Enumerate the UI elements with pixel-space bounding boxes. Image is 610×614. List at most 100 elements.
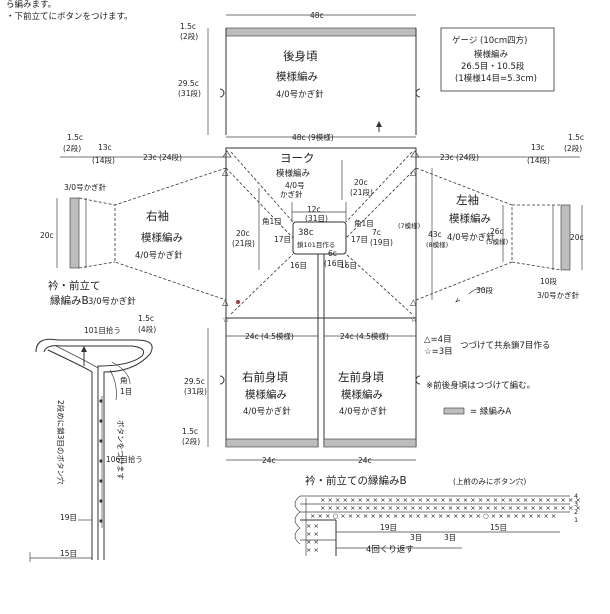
- left-front-pattern: 模様編み: [341, 388, 383, 401]
- edge-stitch-col: × ×: [306, 538, 319, 546]
- collar-corner2: 1目: [120, 387, 132, 396]
- left-sleeve-top-width: 23c (24段): [440, 152, 479, 162]
- back-width-top: 48c: [310, 11, 324, 20]
- back-border-rows: (2段): [180, 31, 198, 41]
- edge-stitch-row: × × × × × × × × × × × × × × × × × × × × …: [320, 496, 581, 504]
- collar-picks2: 106目拾う: [106, 454, 143, 464]
- collar-corner: 角: [120, 375, 128, 385]
- edge-stitch-col: × ×: [306, 522, 319, 530]
- triangle-marker: [222, 150, 232, 158]
- edge-3a: 3目: [410, 533, 422, 542]
- left-cuff-hook: 3/0号かぎ針: [537, 290, 580, 300]
- edge-row-number: 1: [574, 516, 578, 524]
- right-front-hook: 4/0号かぎ針: [243, 406, 291, 417]
- yoke-right-side: 7c: [372, 228, 381, 237]
- left-cuff-width: 20c: [570, 233, 584, 242]
- collar-buttonhole-note: 2段めに鎖3目のボタン穴: [56, 400, 66, 485]
- right-sleeve-13-rows: (14段): [92, 155, 115, 165]
- gauge-line1: 模様編み: [474, 49, 509, 60]
- back-body: 48c 1.5c (2段) 29.5c (31段) 後身頃 模様編み 4/0号か…: [178, 11, 421, 142]
- gauge-line2: 26.5目・10.5段: [461, 61, 525, 72]
- collar-band: 衿・前立て 縁編みB 3/0号かぎ針 101目拾う 1.5c (4段) 角 1目…: [29, 279, 156, 562]
- yoke-pattern: 模様編み: [276, 168, 311, 179]
- left-front-width-top: 24c (4.5模様): [340, 331, 389, 341]
- left-sleeve-13: 13c: [531, 143, 545, 152]
- right-sleeve-top-width: 23c (24段): [143, 152, 182, 162]
- yoke-side-v-right: 17目: [351, 235, 368, 244]
- collar-19: 19目: [60, 513, 77, 522]
- edge-row-number: 4: [574, 492, 578, 500]
- left-sleeve: 20c 3/0号かぎ針 左袖 模様編み 4/0号かぎ針 43c (8模様) (7…: [398, 133, 584, 303]
- yoke-small-rows: (16目): [324, 259, 347, 268]
- join-mark: [236, 300, 240, 304]
- back-border-height: 1.5c: [180, 22, 196, 31]
- edge-19: 19目: [380, 523, 397, 532]
- edge-chart-title: 衿・前立ての縁編みB: [305, 474, 407, 487]
- edge-15: 15目: [490, 523, 507, 532]
- yoke-center: 38c: [298, 228, 314, 238]
- left-cuff-band: [560, 204, 571, 271]
- yoke-title: ヨーク: [280, 151, 315, 165]
- button-mark: [99, 459, 103, 463]
- back-border-band: [225, 27, 417, 37]
- back-pattern: 模様編み: [276, 70, 318, 83]
- right-sleeve-title: 右袖: [146, 209, 169, 223]
- front-height-rows: (31段): [184, 386, 207, 396]
- yoke-depth-right: 20c: [354, 178, 368, 187]
- header-line1: ら編みます。: [6, 0, 56, 10]
- triangle-marker: △: [410, 168, 417, 178]
- note-star: ☆=3目: [424, 347, 453, 357]
- gauge-box: ゲージ (10cm四方) 模様編み 26.5目・10.5段 (1模様14目=5.…: [440, 27, 555, 92]
- edge-stitch-row: × × × × × × × × × × × × × × × × × × × × …: [320, 504, 581, 512]
- button-mark: [99, 399, 103, 403]
- left-sleeve-title: 左袖: [456, 193, 479, 207]
- right-cuff-hook: 3/0号かぎ針: [64, 182, 107, 192]
- button-mark: [99, 499, 103, 503]
- triangle-marker: △: [222, 168, 229, 178]
- left-sleeve-pattern: 模様編み: [449, 212, 491, 225]
- right-sleeve: 20c 3/0号かぎ針 右袖 模様編み 4/0号かぎ針 23c (24段) 13…: [40, 133, 227, 301]
- right-front-border-band: [225, 438, 319, 448]
- neck-opening: [292, 221, 347, 255]
- left-sleeve-15-rows: (2段): [564, 143, 582, 153]
- yoke-depth: 20c: [236, 229, 250, 238]
- yoke-hook: 4/0号: [285, 181, 305, 190]
- collar-height: 1.5c: [138, 314, 154, 323]
- yoke-corner: 角1目: [262, 216, 282, 226]
- left-sleeve-43-rows: (8模様): [426, 240, 448, 249]
- edge-stitch-col: × ×: [306, 530, 319, 538]
- header-line2: ・下前立てにボタンをつけます。: [6, 11, 133, 22]
- note-join: つづけて共糸鎖7目作る: [460, 340, 550, 351]
- edge-chart-subtitle: (上前のみにボタン穴): [453, 476, 526, 486]
- right-front-pattern: 模様編み: [245, 388, 287, 401]
- edge-row-number: 3: [574, 500, 578, 508]
- button-mark: [99, 419, 103, 423]
- back-title: 後身頃: [283, 49, 318, 63]
- left-sleeve-hook: 4/0号かぎ針: [447, 232, 495, 243]
- back-height: 29.5c: [178, 79, 199, 88]
- right-sleeve-15: 1.5c: [67, 133, 83, 142]
- yoke-right-side-rows: (19目): [370, 238, 393, 247]
- left-sleeve-rep: (7模様): [398, 221, 420, 230]
- back-hook: 4/0号かぎ針: [276, 89, 324, 100]
- left-front-title: 左前身頃: [338, 370, 384, 384]
- edge-chart-b: 衿・前立ての縁編みB (上前のみにボタン穴) × × × × × × × × ×…: [294, 474, 581, 556]
- right-sleeve-pattern: 模様編み: [141, 231, 183, 244]
- yoke-inner-rows: (31目): [305, 214, 328, 223]
- yoke-side-v: 17目: [274, 235, 291, 244]
- right-front-width-bot: 24c: [262, 456, 276, 465]
- button-mark: [99, 519, 103, 523]
- collar-hook: 3/0号かぎ針: [88, 296, 136, 307]
- right-sleeve-13: 13c: [98, 143, 112, 152]
- front-border-rows: (2段): [182, 436, 200, 446]
- left-front-width-bot: 24c: [358, 456, 372, 465]
- edge-row-number: 2: [574, 508, 578, 516]
- left-front-hook: 4/0号かぎ針: [339, 406, 387, 417]
- legend-swatch: [443, 407, 465, 415]
- front-bodies: 24c (4.5模様) 24c (4.5模様) 右前身頃 模様編み 4/0号かぎ…: [182, 254, 421, 465]
- left-sleeve-13-rows: (14段): [527, 155, 550, 165]
- yoke-depth-rows-right: (21段): [350, 187, 373, 197]
- back-width-mid: 48c (9模様): [292, 132, 334, 142]
